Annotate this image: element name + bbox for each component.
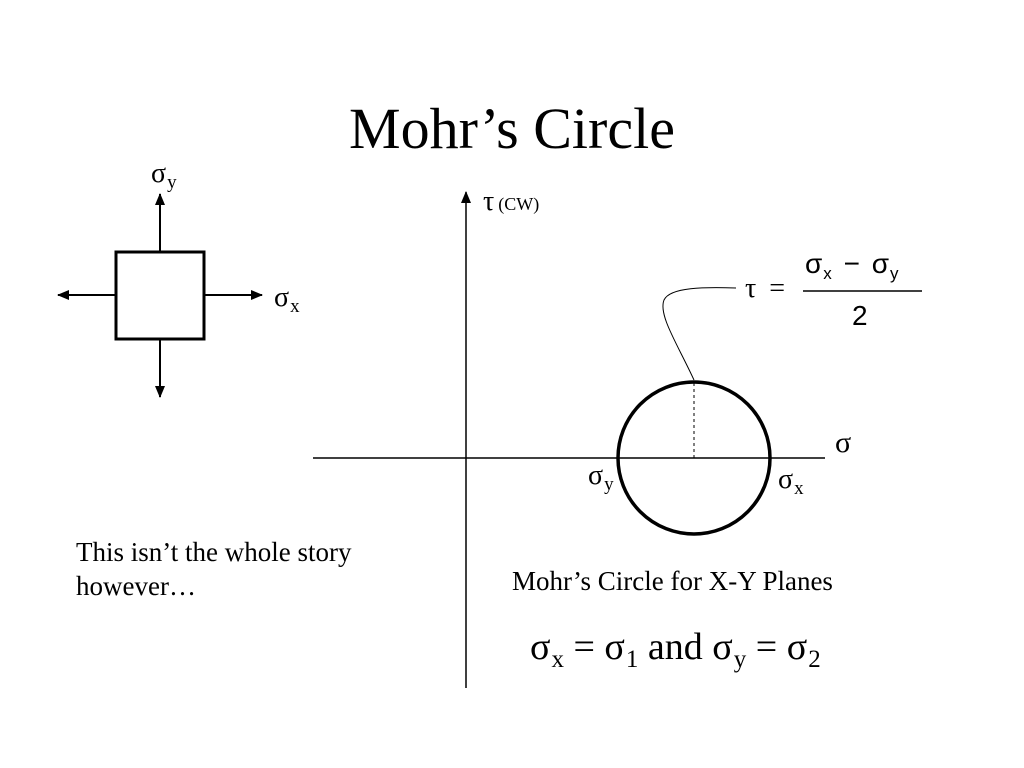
subscript-x: x: [290, 296, 300, 317]
equals-sign: =: [755, 626, 778, 668]
tau-symbol: τ: [745, 273, 757, 304]
sigma-symbol: σ: [871, 248, 889, 279]
formula-leader-line: [662, 287, 737, 381]
label-sigma-x-element: σx: [274, 282, 300, 317]
subscript-y: y: [604, 474, 614, 495]
plot-caption: Mohr’s Circle for X-Y Planes: [512, 566, 833, 596]
mohr-circle: [616, 380, 772, 536]
page-title: Mohr’s Circle: [349, 96, 675, 161]
tau-axis-note: (CW): [498, 194, 540, 214]
subscript-1: 1: [625, 646, 639, 673]
subscript-x: x: [794, 478, 804, 499]
formula-numerator: σx − σy: [805, 248, 899, 283]
label-sigma-x-point: σx: [778, 464, 804, 499]
subscript-y: y: [733, 646, 747, 673]
tau-axis-label: τ (CW): [483, 188, 539, 216]
subscript-x: x: [823, 264, 832, 283]
equals-sign: =: [573, 626, 595, 668]
formula-denominator: 2: [852, 300, 868, 331]
label-sigma-y-element: σy: [151, 158, 177, 193]
sigma-symbol: σ: [151, 158, 167, 189]
minus-sign: −: [843, 248, 860, 279]
subscript-2: 2: [808, 646, 821, 673]
subscript-y: y: [889, 264, 899, 283]
equals-sign: =: [769, 273, 786, 304]
formula-lhs: τ =: [745, 275, 785, 303]
subscript-x: x: [551, 646, 564, 673]
tau-symbol: τ: [483, 186, 495, 217]
stress-element: [57, 193, 263, 398]
principal-stress-equation: σx = σ1 and σy = σ2: [530, 628, 821, 672]
sigma-symbol: σ: [588, 460, 604, 491]
and-word: and: [647, 626, 703, 668]
sigma-symbol: σ: [604, 626, 625, 668]
label-sigma-y-point: σy: [588, 460, 614, 495]
element-square: [114, 250, 206, 341]
sigma-symbol: σ: [712, 626, 733, 668]
subscript-y: y: [167, 172, 177, 193]
note-text: This isn’t the whole story however…: [76, 537, 352, 601]
sigma-symbol: σ: [805, 248, 823, 279]
sigma-symbol: σ: [786, 626, 808, 668]
sigma-symbol: σ: [274, 282, 290, 313]
sigma-axis-label: σ: [835, 426, 852, 459]
sigma-symbol: σ: [530, 626, 551, 668]
sigma-symbol: σ: [778, 464, 794, 495]
